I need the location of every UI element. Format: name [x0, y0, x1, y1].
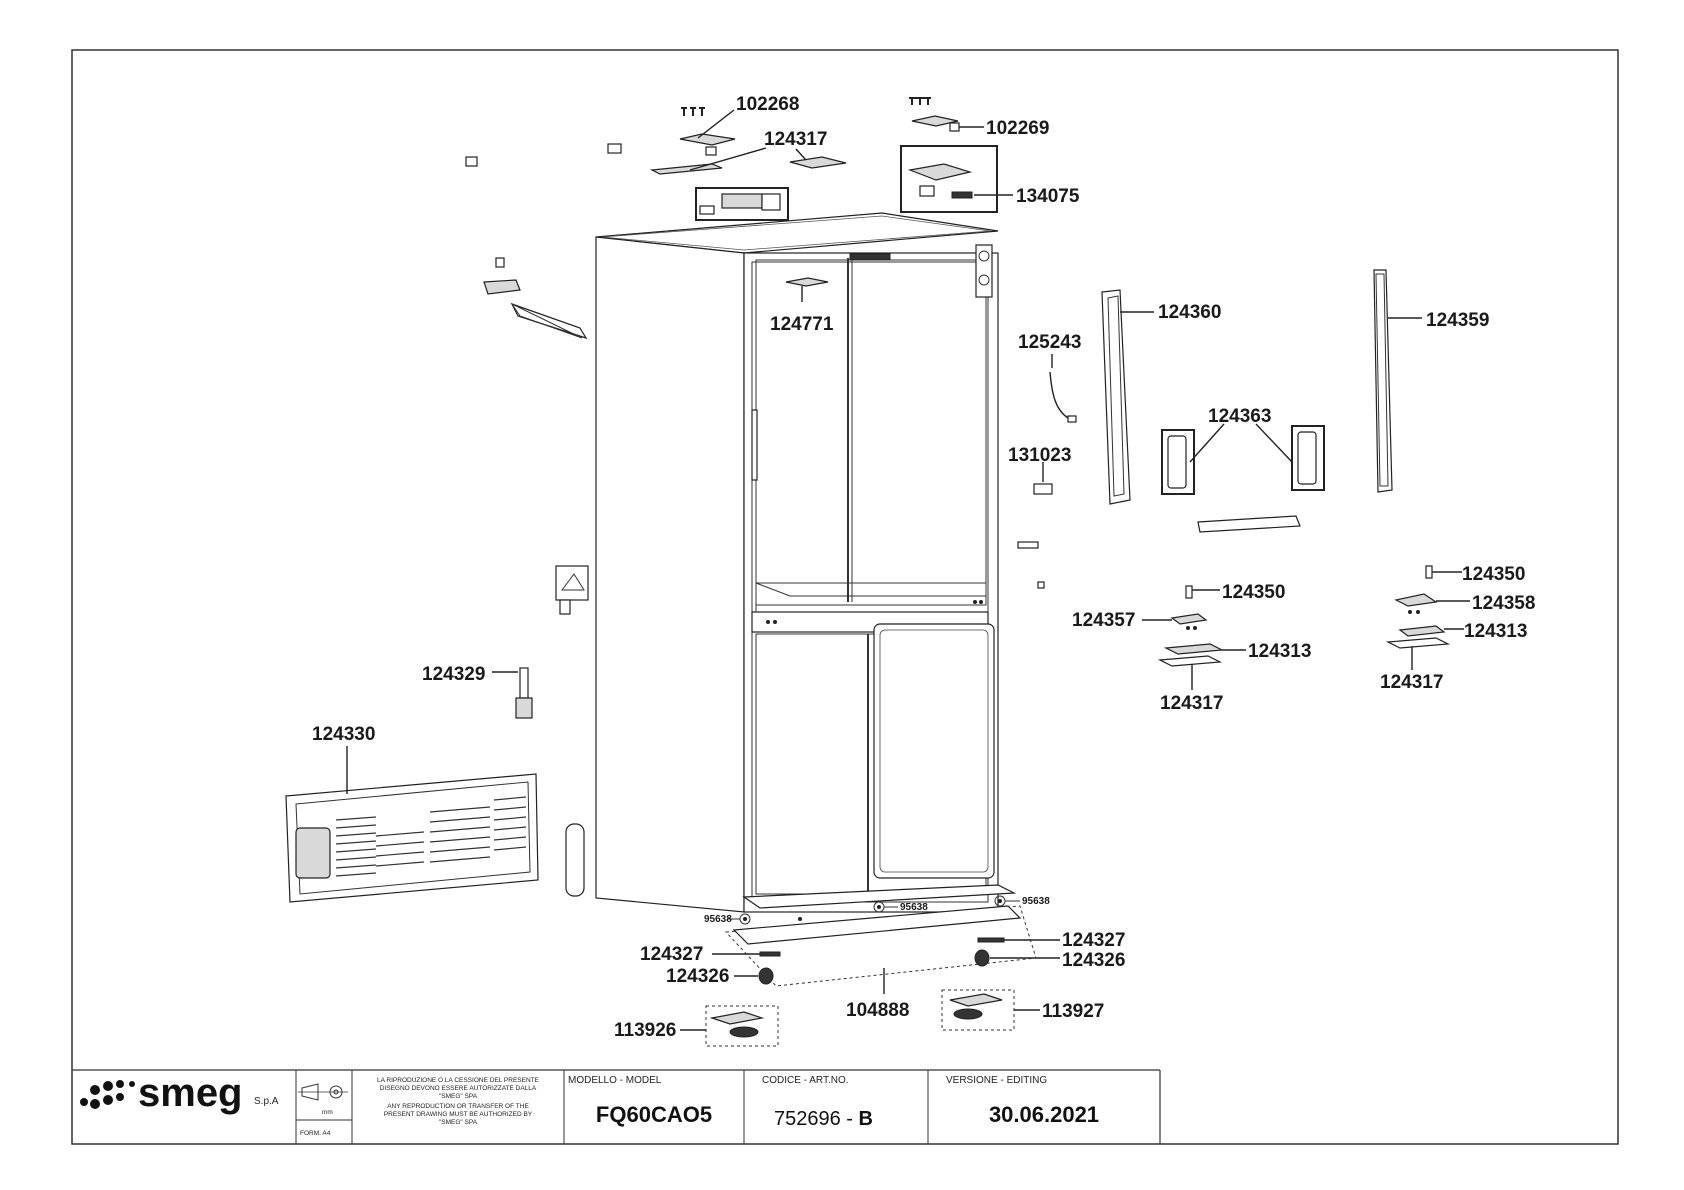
code-value: 752696 - B	[774, 1108, 873, 1130]
label-95638-c: 95638	[1022, 896, 1050, 907]
title-block: smeg S.p.A mm FORM. A4 LA RIPRODUZIONE O…	[72, 1069, 1161, 1144]
label-124327-a: 124327	[640, 944, 703, 965]
part-labels: 102268 124317 102269 134075 124771 12436…	[312, 94, 1535, 1041]
label-124317-top: 124317	[764, 129, 827, 150]
version-header: VERSIONE - EDITING	[946, 1075, 1047, 1086]
model-value: FQ60CAO5	[596, 1102, 712, 1127]
notice-it-1: LA RIPRODUZIONE O LA CESSIONE DEL PRESEN…	[377, 1077, 540, 1084]
cabinet	[595, 212, 1017, 921]
unit-label: mm	[322, 1109, 333, 1116]
label-124313-b: 124313	[1464, 621, 1527, 642]
smeg-logo: smeg S.p.A	[80, 1071, 279, 1115]
label-124363: 124363	[1208, 406, 1271, 427]
code-header: CODICE - ART.NO.	[762, 1075, 849, 1086]
box-124363-left	[1161, 429, 1195, 495]
label-124330: 124330	[312, 724, 375, 745]
label-113927: 113927	[1042, 1001, 1104, 1022]
label-124317-a: 124317	[1160, 693, 1223, 714]
brand-name: smeg	[138, 1071, 243, 1115]
notice-en-3: "SMEG" SPA	[439, 1119, 478, 1126]
left-parts	[483, 257, 829, 897]
screws-102268	[681, 107, 705, 116]
box-113926	[705, 1005, 779, 1047]
notice-en-1: ANY REPRODUCTION OR TRANSFER OF THE	[387, 1103, 529, 1110]
version-value: 30.06.2021	[989, 1102, 1099, 1127]
projection-symbol: mm FORM. A4	[298, 1083, 348, 1137]
label-95638-a: 95638	[704, 914, 732, 925]
label-102269: 102269	[986, 118, 1049, 139]
label-113926: 113926	[614, 1020, 676, 1041]
label-131023: 131023	[1008, 445, 1071, 466]
label-124350-b: 124350	[1462, 564, 1525, 585]
box-134075	[900, 145, 998, 213]
label-104888: 104888	[846, 1000, 909, 1021]
label-124326-b: 124326	[1062, 950, 1125, 971]
box-124363-right	[1291, 425, 1325, 491]
label-124357: 124357	[1072, 610, 1135, 631]
label-124350-a: 124350	[1222, 582, 1285, 603]
label-124329: 124329	[422, 664, 485, 685]
right-parts	[1017, 269, 1470, 690]
label-124326-a: 124326	[666, 966, 729, 987]
label-125243: 125243	[1018, 332, 1081, 353]
label-124771: 124771	[770, 314, 834, 335]
label-95638-b: 95638	[900, 902, 928, 913]
sheet-frame	[71, 49, 1619, 1145]
format-label: FORM. A4	[300, 1130, 331, 1137]
brand-suffix: S.p.A	[254, 1096, 279, 1107]
code-revision: B	[859, 1108, 873, 1130]
notice-en-2: PRESENT DRAWING MUST BE AUTHORIZED BY	[384, 1111, 533, 1118]
bottom-parts	[680, 895, 1060, 1047]
label-102268: 102268	[736, 94, 799, 115]
copyright-notice: LA RIPRODUZIONE O LA CESSIONE DEL PRESEN…	[377, 1077, 540, 1126]
label-134075: 134075	[1016, 186, 1080, 207]
notice-it-3: "SMEG" SPA	[439, 1093, 478, 1100]
label-124360: 124360	[1158, 302, 1221, 323]
label-124327-b: 124327	[1062, 930, 1125, 951]
screws-102269	[909, 97, 931, 105]
label-124317-b: 124317	[1380, 672, 1443, 693]
box-134075-left	[695, 187, 789, 221]
label-124313-a: 124313	[1248, 641, 1311, 662]
condenser-panel-124330	[285, 746, 539, 903]
code-number: 752696 -	[774, 1108, 859, 1130]
model-header: MODELLO - MODEL	[568, 1075, 662, 1086]
notice-it-2: DISEGNO DEVONO ESSERE AUTORIZZATE DALLA	[380, 1085, 537, 1092]
label-124358: 124358	[1472, 593, 1535, 614]
label-124359: 124359	[1426, 310, 1489, 331]
top-parts	[465, 97, 1013, 221]
